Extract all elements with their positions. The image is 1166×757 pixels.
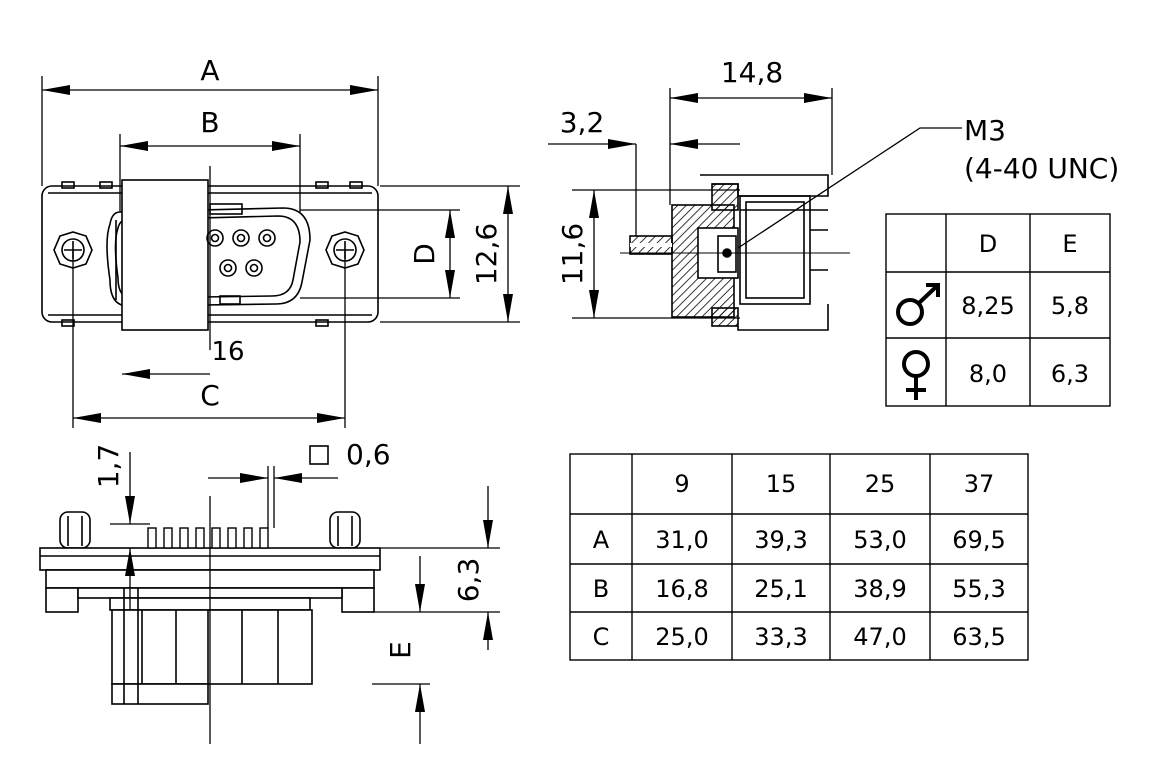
table-abc-header: 9 xyxy=(674,470,689,498)
table-abc xyxy=(569,453,1029,661)
table-abc-cell: 55,3 xyxy=(952,575,1005,603)
dim-label-c: C xyxy=(200,379,220,412)
table-abc-cell: 16,8 xyxy=(655,575,708,603)
table-abc-cell: 31,0 xyxy=(655,526,708,554)
table-abc-cell: 69,5 xyxy=(952,526,1005,554)
table-de xyxy=(885,213,1111,407)
dim-label-6-3: 6,3 xyxy=(452,558,485,603)
side-view xyxy=(620,174,850,331)
dim-label-11-6: 11,6 xyxy=(556,223,589,285)
male-symbol-icon xyxy=(896,283,940,326)
table-de-female-d: 8,0 xyxy=(969,360,1007,388)
dim-label-14-8: 14,8 xyxy=(721,56,783,89)
table-de-male-d: 8,25 xyxy=(961,292,1014,320)
table-abc-text: 9 15 25 37 A 31,0 39,3 53,0 69,5 B 16,8 … xyxy=(593,470,1006,651)
table-abc-cell: 47,0 xyxy=(853,623,906,651)
table-abc-cell: 25,1 xyxy=(754,575,807,603)
table-abc-header: 15 xyxy=(766,470,797,498)
table-de-header-e: E xyxy=(1062,230,1077,258)
table-de-header-d: D xyxy=(979,230,997,258)
dim-label-e: E xyxy=(384,641,417,659)
table-abc-header: 25 xyxy=(865,470,896,498)
d-shell xyxy=(106,207,311,307)
dim-label-1-7: 1,7 xyxy=(92,444,125,489)
female-symbol-icon xyxy=(902,350,930,400)
dim-label-16: 16 xyxy=(211,337,244,367)
dim-label-flatness: 0,6 xyxy=(346,438,391,471)
side-dimensions xyxy=(548,88,962,319)
table-abc-row-label: B xyxy=(593,575,609,603)
table-abc-cell: 25,0 xyxy=(655,623,708,651)
table-abc-cell: 39,3 xyxy=(754,526,807,554)
bottom-pins xyxy=(147,527,269,549)
table-de-female-e: 6,3 xyxy=(1051,360,1089,388)
dim-label-3-2: 3,2 xyxy=(560,106,605,139)
table-abc-cell: 53,0 xyxy=(853,526,906,554)
front-clip xyxy=(121,179,209,331)
dim-label-12-6: 12,6 xyxy=(470,223,503,285)
dim-label-a: A xyxy=(200,54,219,87)
table-abc-cell: 63,5 xyxy=(952,623,1005,651)
table-abc-header: 37 xyxy=(964,470,995,498)
thread-label-unc: (4-40 UNC) xyxy=(964,152,1119,185)
dim-label-d: D xyxy=(408,243,441,265)
bottom-dimensions xyxy=(110,445,500,744)
dim-label-b: B xyxy=(200,106,219,139)
table-abc-row-label: C xyxy=(593,623,610,651)
table-de-male-e: 5,8 xyxy=(1051,292,1089,320)
front-dimensions xyxy=(41,76,520,428)
table-abc-row-label: A xyxy=(593,526,610,554)
thread-label-m3: M3 xyxy=(964,114,1006,147)
table-abc-cell: 38,9 xyxy=(853,575,906,603)
table-abc-cell: 33,3 xyxy=(754,623,807,651)
